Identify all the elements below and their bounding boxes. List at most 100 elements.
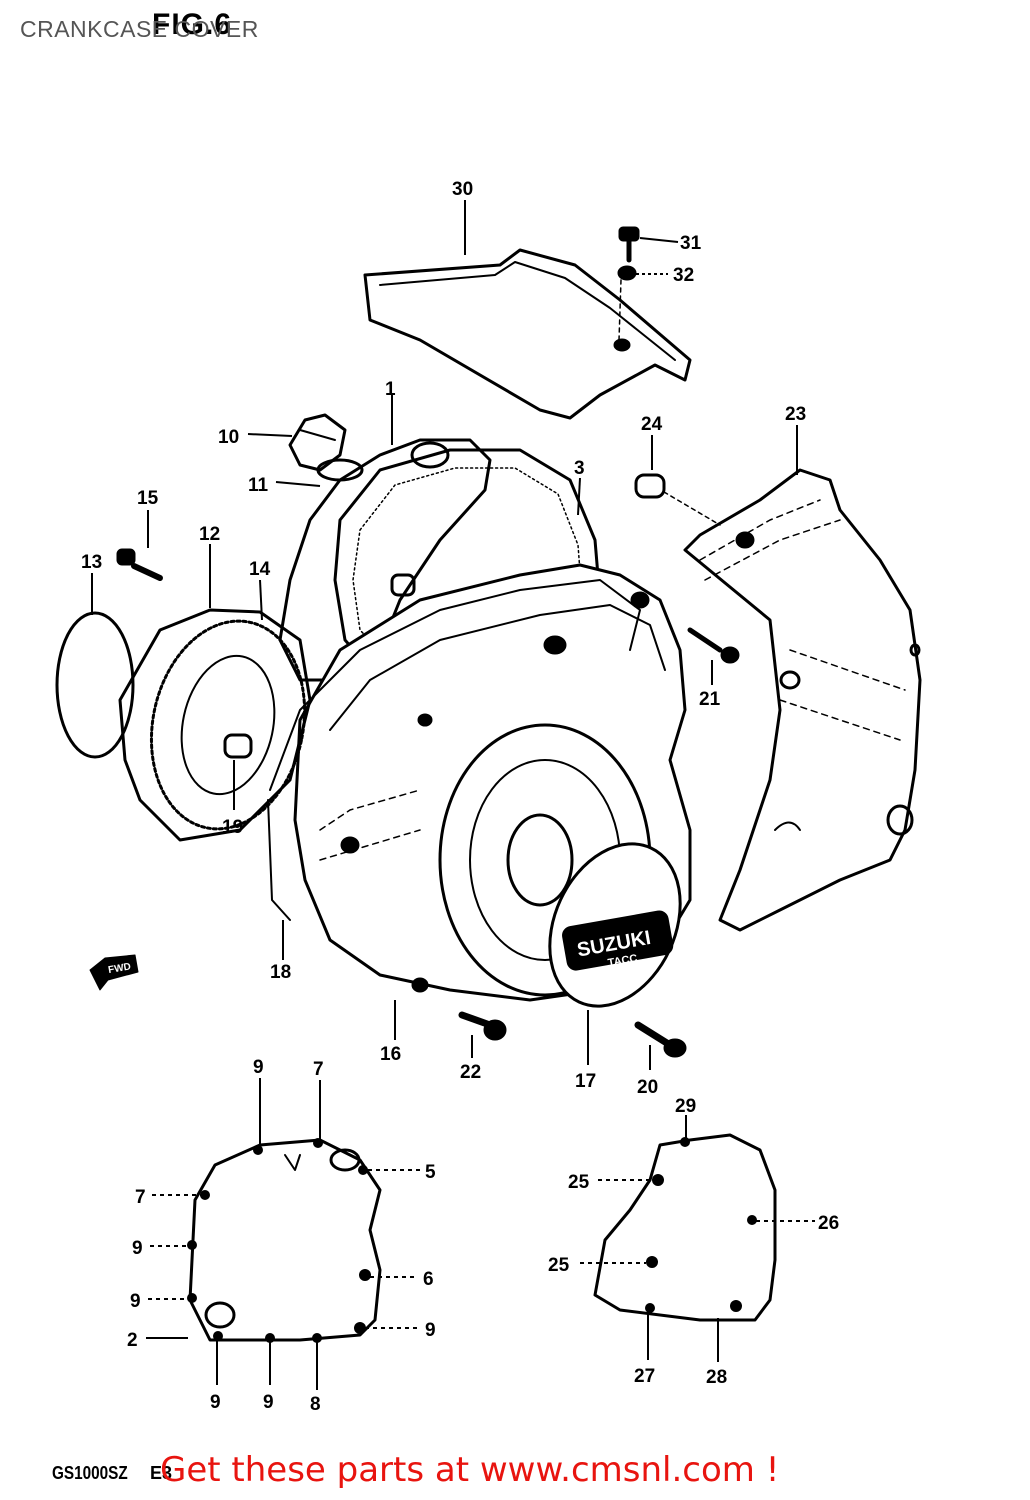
part-15-bolt — [116, 548, 163, 581]
part-20-bolt — [634, 1021, 687, 1058]
callout-text-31: 31 — [680, 233, 702, 254]
callout-28: 28 — [706, 1318, 727, 1388]
page-title: CRANKCASE COVER — [20, 16, 259, 42]
callout-text-1: 1 — [385, 379, 396, 400]
callout-14: 14 — [249, 559, 271, 621]
callout-text-8: 8 — [310, 1394, 321, 1415]
part-32-washer — [617, 265, 637, 281]
callout-16: 16 — [380, 1000, 401, 1065]
callout-9-left2: 9 — [130, 1291, 190, 1312]
callout-text-9-top: 9 — [253, 1057, 264, 1078]
callout-text-17: 17 — [575, 1071, 596, 1092]
callout-text-20: 20 — [637, 1077, 658, 1098]
part-30-cover-plate — [363, 248, 692, 420]
callout-9-bottom1: 9 — [210, 1340, 221, 1413]
callout-22: 22 — [460, 1035, 481, 1083]
callout-20: 20 — [637, 1045, 658, 1098]
callout-29: 29 — [675, 1096, 696, 1138]
callout-24: 24 — [641, 414, 663, 470]
part-13-cover-cap — [55, 611, 135, 759]
emblem-sub-text: TACC — [607, 952, 638, 969]
callout-text-19: 19 — [222, 817, 243, 838]
model-code: GS1000SZ — [52, 1463, 128, 1483]
callout-text-11: 11 — [248, 475, 269, 496]
callout-26: 26 — [756, 1213, 839, 1234]
callout-text-22: 22 — [460, 1062, 481, 1083]
callout-text-9-bottom1: 9 — [210, 1392, 221, 1413]
figure-label: FIG.6 — [152, 8, 233, 41]
callout-18: 18 — [270, 920, 291, 983]
callout-11: 11 — [248, 475, 321, 496]
callout-7-left: 7 — [135, 1187, 202, 1208]
callout-15: 15 — [137, 488, 159, 548]
callout-31: 31 — [639, 233, 702, 254]
callout-text-9-left1: 9 — [132, 1238, 143, 1259]
part-22-bolt — [458, 1011, 507, 1041]
callout-30: 30 — [452, 179, 473, 255]
callout-25-top: 25 — [568, 1172, 652, 1193]
callout-text-18: 18 — [270, 962, 291, 983]
callout-text-9-bottom2: 9 — [263, 1392, 274, 1413]
direction-arrow-icon — [89, 954, 139, 991]
callout-8: 8 — [310, 1342, 321, 1415]
part-23-side-cover — [683, 468, 922, 932]
callout-text-6: 6 — [423, 1269, 434, 1290]
callout-text-26: 26 — [818, 1213, 839, 1234]
part-14-gasket — [149, 619, 307, 831]
callout-3: 3 — [574, 458, 585, 516]
callout-labels: 30 31 32 1 3 24 23 10 11 15 12 13 14 21 … — [81, 179, 839, 1415]
callout-32: 32 — [636, 265, 694, 286]
callout-text-16: 16 — [380, 1044, 401, 1065]
callout-9-left1: 9 — [132, 1238, 190, 1259]
callout-23: 23 — [785, 404, 806, 475]
callout-text-23: 23 — [785, 404, 806, 425]
callout-text-3: 3 — [574, 458, 585, 479]
callout-text-13: 13 — [81, 552, 102, 573]
callout-7-top: 7 — [313, 1059, 324, 1140]
callout-21: 21 — [699, 660, 721, 710]
callout-17: 17 — [575, 1010, 596, 1092]
model-code-suffix: E3 — [150, 1463, 173, 1483]
callout-text-12: 12 — [199, 524, 220, 545]
callout-text-9-right: 9 — [425, 1320, 436, 1341]
callout-5: 5 — [368, 1162, 436, 1183]
callout-text-30: 30 — [452, 179, 473, 200]
callout-text-24: 24 — [641, 414, 663, 435]
direction-marker-text: FWD — [107, 961, 131, 976]
callout-1: 1 — [385, 379, 396, 445]
part-18-gasket — [269, 579, 641, 791]
callout-25-bottom: 25 — [548, 1255, 646, 1276]
callout-text-21: 21 — [699, 689, 721, 710]
part-21-bolt — [687, 627, 740, 664]
part-1-inner-cover — [278, 438, 492, 682]
callout-27: 27 — [634, 1310, 655, 1387]
callout-9-top: 9 — [253, 1057, 264, 1145]
callout-text-7-left: 7 — [135, 1187, 146, 1208]
part-10-filler-cap — [288, 413, 347, 472]
part-24-dowel — [634, 473, 666, 499]
callout-text-9-left2: 9 — [130, 1291, 141, 1312]
callout-19: 19 — [222, 760, 243, 838]
part-2-cover-gasket-detail — [188, 1138, 382, 1342]
callout-text-25-top: 25 — [568, 1172, 590, 1193]
callout-text-10: 10 — [218, 427, 239, 448]
callout-text-32: 32 — [673, 265, 694, 286]
callout-text-27: 27 — [634, 1366, 655, 1387]
callout-text-14: 14 — [249, 559, 271, 580]
callout-9-bottom2: 9 — [263, 1342, 274, 1413]
callout-text-25-bottom: 25 — [548, 1255, 570, 1276]
callout-text-29: 29 — [675, 1096, 696, 1117]
callout-6: 6 — [370, 1269, 434, 1290]
callout-10: 10 — [218, 427, 293, 448]
part-11-o-ring — [316, 458, 364, 482]
callout-12: 12 — [199, 524, 220, 608]
callout-text-28: 28 — [706, 1367, 727, 1388]
promo-link[interactable]: Get these parts at www.cmsnl.com ! — [160, 1450, 780, 1490]
callout-13: 13 — [81, 552, 102, 615]
callout-text-7-top: 7 — [313, 1059, 324, 1080]
part-17-emblem — [548, 842, 682, 1008]
callout-text-15: 15 — [137, 488, 159, 509]
callout-text-2: 2 — [127, 1330, 138, 1351]
callout-2: 2 — [127, 1330, 188, 1351]
